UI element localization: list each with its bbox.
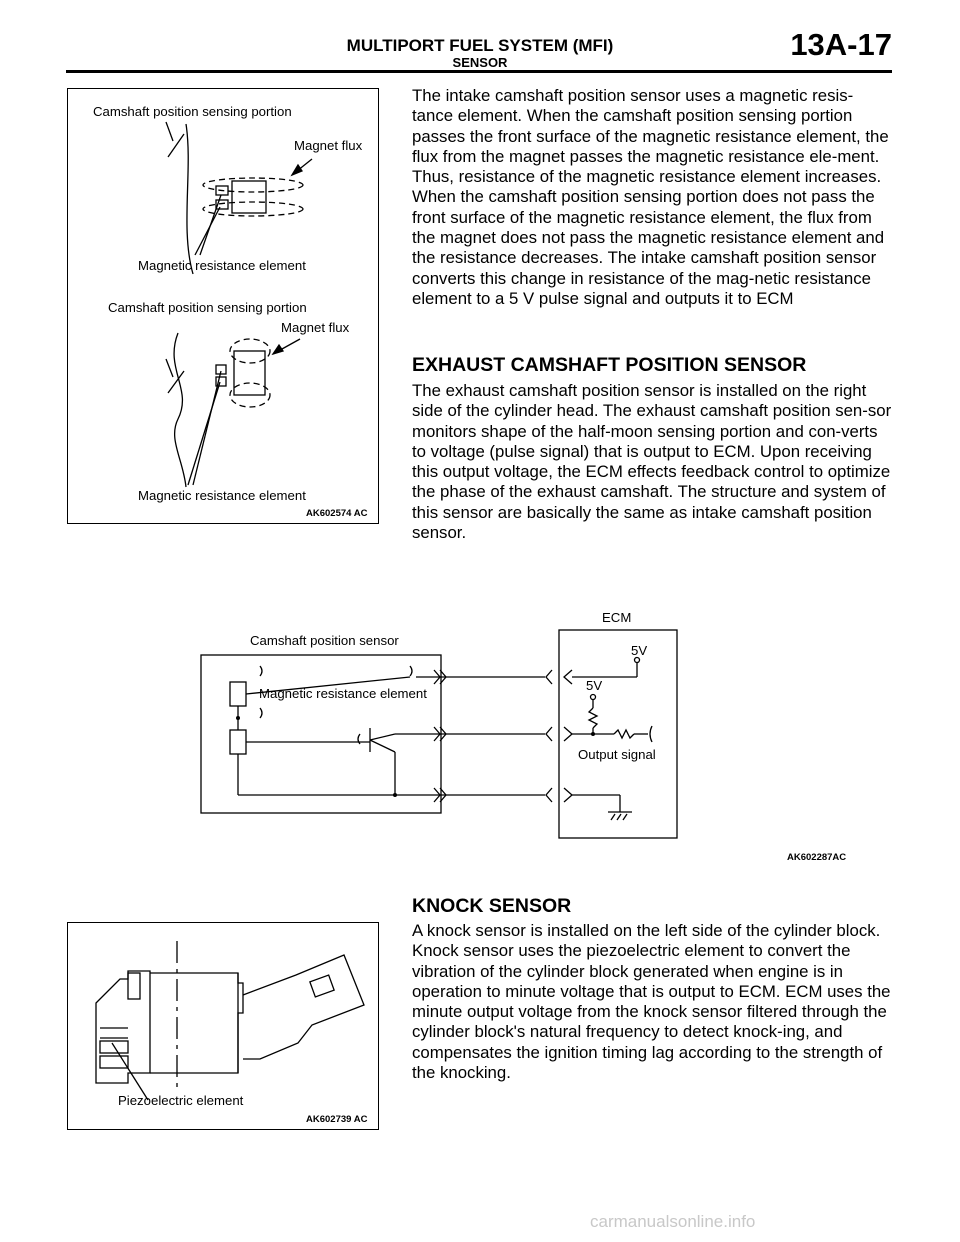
figure-camshaft-sensor: Camshaft position sensing portion Magnet… <box>67 88 379 524</box>
intake-paragraph: The intake camshaft position sensor uses… <box>412 86 889 308</box>
header-rule <box>66 70 892 73</box>
label-magnetic-element: Magnetic resistance element <box>259 686 427 701</box>
label-element-top: Magnetic resistance element <box>138 258 306 273</box>
knock-paragraph: A knock sensor is installed on the left … <box>412 921 891 1083</box>
figure-knock-sensor: Piezoelectric element AK602739 AC <box>67 922 379 1130</box>
label-5v-top: 5V <box>631 643 648 658</box>
label-5v-mid: 5V <box>586 678 603 693</box>
figure-circuit: ECM Camshaft position sensor 5V 5V Magne… <box>190 600 880 870</box>
label-piezoelectric-element: Piezoelectric element <box>118 1093 244 1108</box>
figure-id: AK602287AC <box>787 852 847 863</box>
page-number: 13A-17 <box>790 27 892 62</box>
label-sensing-portion-top: Camshaft position sensing portion <box>93 104 292 119</box>
label-magnet-flux-bottom: Magnet flux <box>281 320 350 335</box>
label-element-bottom: Magnetic resistance element <box>138 488 306 503</box>
section-title: MULTIPORT FUEL SYSTEM (MFI) <box>346 36 614 55</box>
figure-id: AK602739 AC <box>306 1114 368 1125</box>
label-sensing-portion-bottom: Camshaft position sensing portion <box>108 300 307 315</box>
exhaust-paragraph: The exhaust camshaft position sensor is … <box>412 381 892 543</box>
subsection-title: SENSOR <box>452 55 508 70</box>
label-output-signal: Output signal <box>578 747 656 762</box>
label-camshaft-sensor: Camshaft position sensor <box>250 633 399 648</box>
label-magnet-flux-top: Magnet flux <box>294 138 363 153</box>
knock-heading: KNOCK SENSOR <box>412 895 572 917</box>
figure-id: AK602574 AC <box>306 508 368 519</box>
label-ecm: ECM <box>602 610 632 625</box>
figure-knock-sensor-drawing <box>95 941 365 1101</box>
exhaust-heading: EXHAUST CAMSHAFT POSITION SENSOR <box>412 354 807 376</box>
watermark: carmanualsonline.info <box>590 1212 756 1231</box>
figure-circuit-drawing <box>200 629 678 839</box>
figure-camshaft-sensor-drawing <box>165 121 313 488</box>
